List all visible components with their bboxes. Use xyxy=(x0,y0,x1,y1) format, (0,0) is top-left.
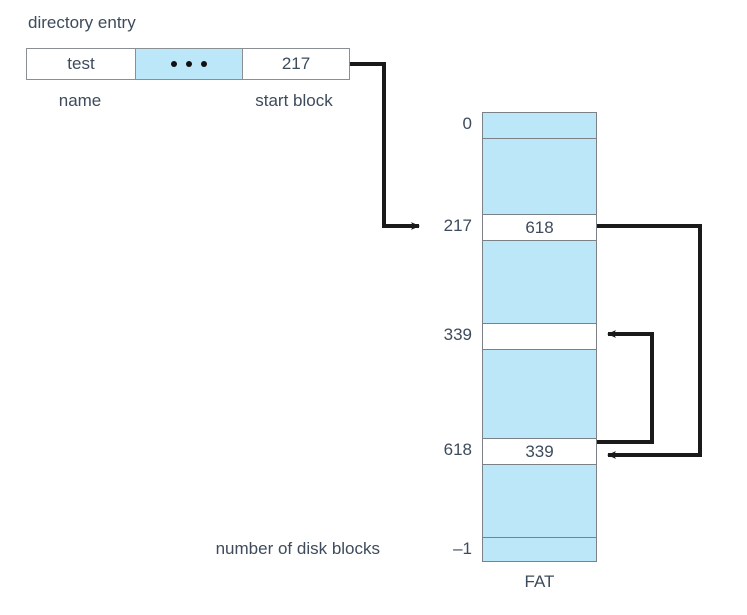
ellipsis-icon xyxy=(171,61,207,67)
fat-index-minus1: –1 xyxy=(453,539,472,558)
fat-divider xyxy=(483,349,596,350)
fat-index-339: 339 xyxy=(443,325,472,344)
fat-divider xyxy=(483,240,596,241)
fat-table: 618 339 xyxy=(482,112,597,562)
directory-entry-start-block-cell: 217 xyxy=(281,54,311,73)
wire-dirent-to-217 xyxy=(350,62,420,230)
name-label: name xyxy=(58,91,102,110)
fat-row-339 xyxy=(483,324,596,349)
directory-entry-title: directory entry xyxy=(28,13,136,32)
fat-row xyxy=(483,241,596,323)
fat-divider xyxy=(483,138,596,139)
fat-row xyxy=(483,465,596,537)
fat-divider xyxy=(483,537,596,538)
fat-value-618: 339 xyxy=(525,441,554,461)
fat-row xyxy=(483,113,596,138)
wire-217-to-618 xyxy=(597,224,702,459)
directory-entry-name-cell: test xyxy=(67,54,95,73)
fat-divider xyxy=(483,438,596,439)
fat-index-217: 217 xyxy=(443,216,472,235)
fat-index-0: 0 xyxy=(462,114,472,133)
fat-caption: FAT xyxy=(524,572,555,591)
fat-divider xyxy=(483,464,596,465)
fat-row xyxy=(483,350,596,438)
directory-entry-ellipsis-cell xyxy=(135,49,243,79)
number-of-disk-blocks-label: number of disk blocks xyxy=(215,539,380,558)
fat-divider xyxy=(483,214,596,215)
fat-row-217: 618 xyxy=(483,215,596,240)
fat-divider xyxy=(483,323,596,324)
fat-value-217: 618 xyxy=(525,217,554,237)
fat-row-minus1 xyxy=(483,538,596,563)
fat-index-618: 618 xyxy=(443,440,472,459)
directory-entry-box: test 217 xyxy=(26,48,350,80)
fat-row xyxy=(483,139,596,214)
wire-618-to-339 xyxy=(597,330,654,444)
fat-row-618: 339 xyxy=(483,439,596,464)
start-block-label: start block xyxy=(255,91,333,110)
